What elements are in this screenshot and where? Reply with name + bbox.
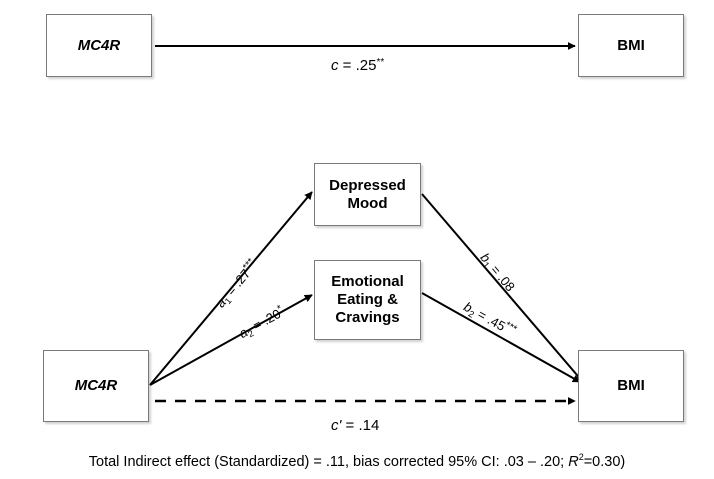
top-predictor-box: MC4R [46,14,152,77]
top-outcome-box: BMI [578,14,684,77]
top-predictor-label: MC4R [77,36,121,54]
bottom-outcome-box: BMI [578,350,684,422]
indirect-effect-note: Total Indirect effect (Standardized) = .… [88,452,626,470]
mediator-2-label: Emotional Eating & Cravings [331,273,404,326]
top-outcome-label: BMI [617,36,645,54]
path-c-prime-label: c' = .14 [331,417,380,434]
arrow-b1 [421,193,584,383]
mediator-1-label: Depressed Mood [329,176,406,212]
bottom-predictor-label: MC4R [74,377,118,394]
mediator-2-box: Emotional Eating & Cravings [314,260,421,340]
mediator-1-box: Depressed Mood [314,163,421,226]
path-c-label: c = .25** [331,57,385,74]
bottom-outcome-label: BMI [617,377,645,394]
bottom-predictor-box: MC4R [43,350,149,422]
arrow-a2 [149,294,313,386]
arrow-b2 [421,292,581,383]
arrow-a1 [149,191,313,386]
